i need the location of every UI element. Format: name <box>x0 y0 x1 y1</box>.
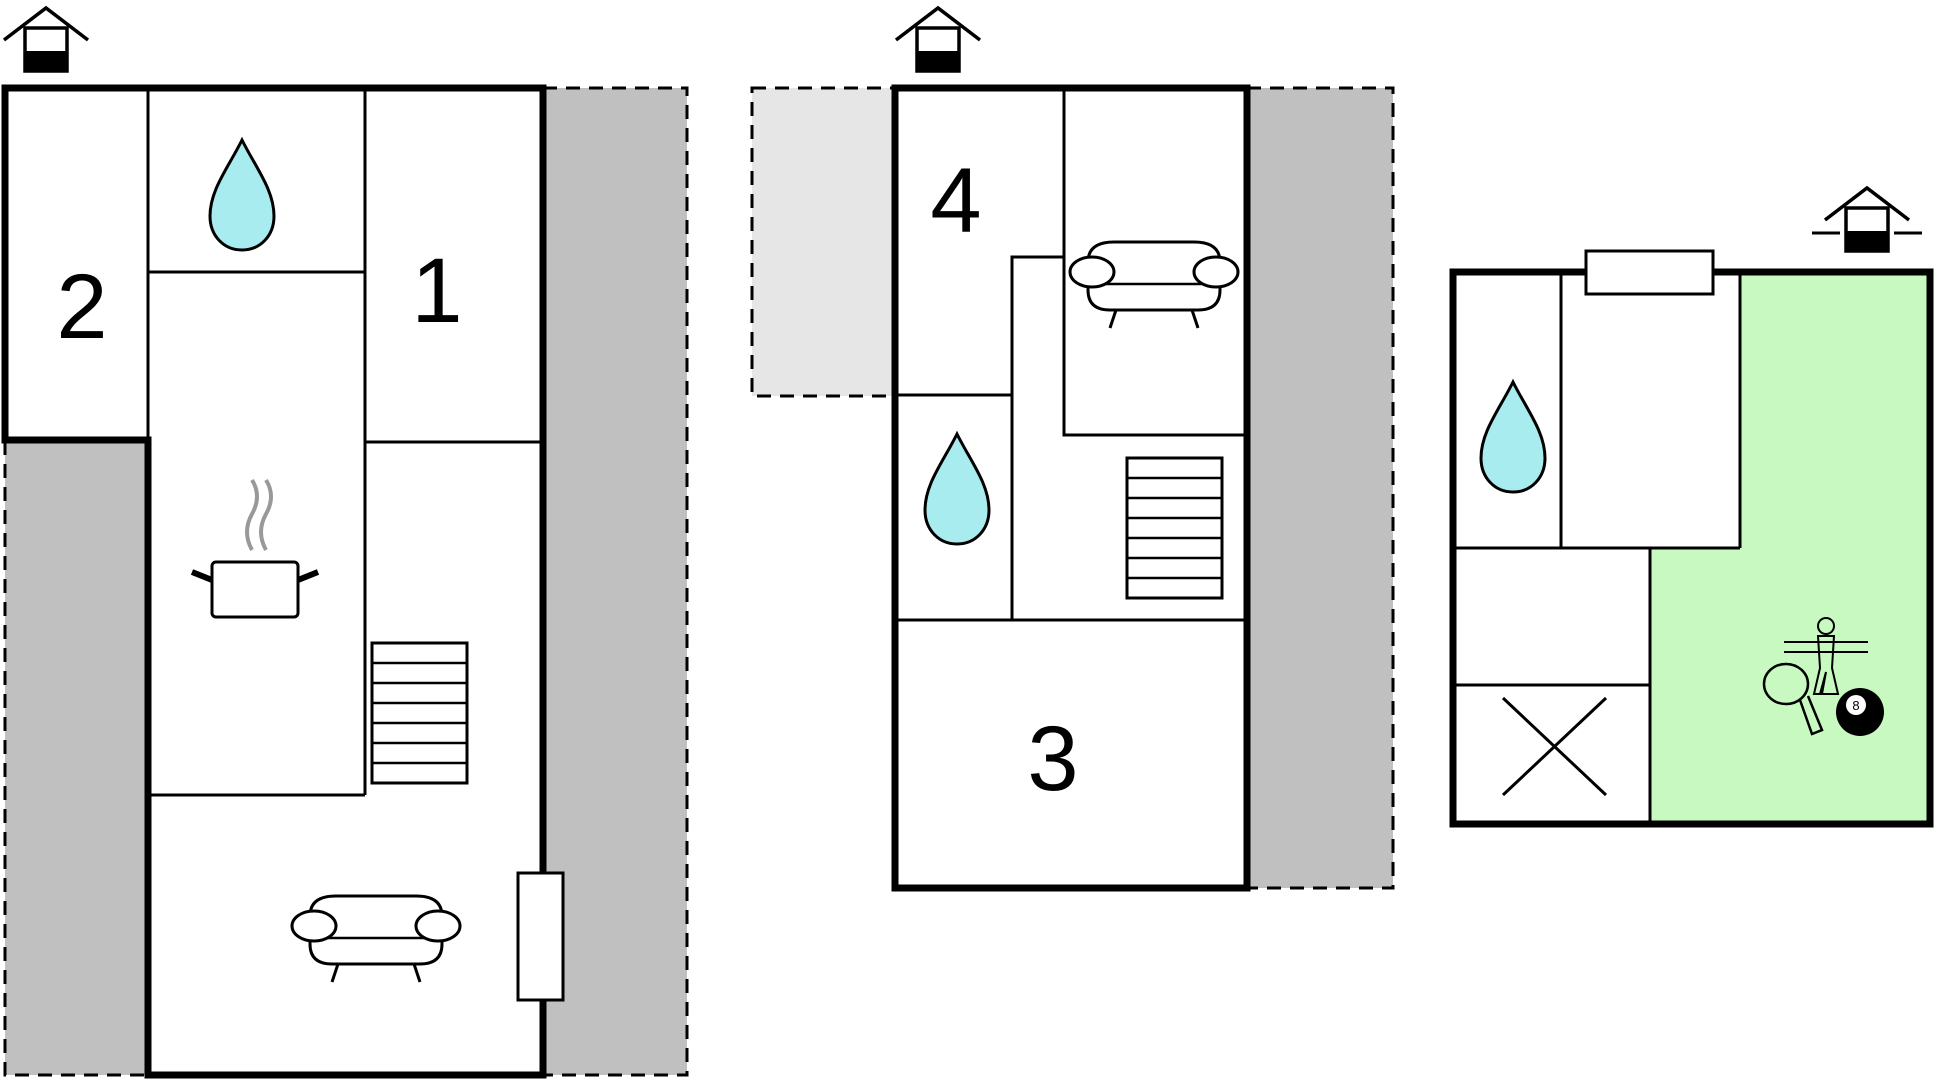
window-icon <box>516 871 565 1002</box>
upper-floor-walls <box>891 84 1251 892</box>
water-drop-icon <box>208 138 276 252</box>
cooking-pot-icon <box>190 478 320 619</box>
staircase-icon <box>1125 456 1224 600</box>
terrace-right <box>1245 86 1395 890</box>
billiard-ball-icon: 8 <box>1836 688 1884 736</box>
house-entrance-icon <box>894 6 982 73</box>
room-number-1: 1 <box>411 240 462 342</box>
foosball-icon <box>1784 617 1868 695</box>
house-entrance-icon <box>2 6 90 73</box>
water-drop-icon <box>1479 380 1547 494</box>
upper-floor-inner-walls <box>895 88 1247 622</box>
sofa-icon <box>1068 240 1240 330</box>
ground-floor-plan: 2 1 <box>1 6 689 1079</box>
sofa-icon <box>290 894 462 984</box>
basement-plan: 8 <box>1449 186 1934 828</box>
house-entrance-icon <box>1823 186 1911 253</box>
upper-floor-plan: 4 3 <box>750 6 1395 892</box>
room-number-2: 2 <box>56 256 107 358</box>
ground-floor-walls <box>1 84 547 1079</box>
ground-floor-inner-walls <box>146 88 543 797</box>
basement-entrance <box>1812 186 1922 253</box>
room-number-4: 4 <box>930 150 981 252</box>
balcony-left <box>750 86 897 398</box>
terrace-right <box>541 86 689 1077</box>
terrace-left <box>3 438 150 1077</box>
ping-pong-icon <box>1762 662 1824 736</box>
room-number-3: 3 <box>1027 708 1078 810</box>
basement-inner-walls <box>1453 272 1742 824</box>
billiard-ball-label: 8 <box>1852 698 1859 713</box>
window-icon <box>1584 249 1715 296</box>
staircase-icon <box>370 641 469 785</box>
water-drop-icon <box>923 432 991 546</box>
cross-icon <box>1501 696 1608 797</box>
activity-room <box>1650 275 1927 821</box>
